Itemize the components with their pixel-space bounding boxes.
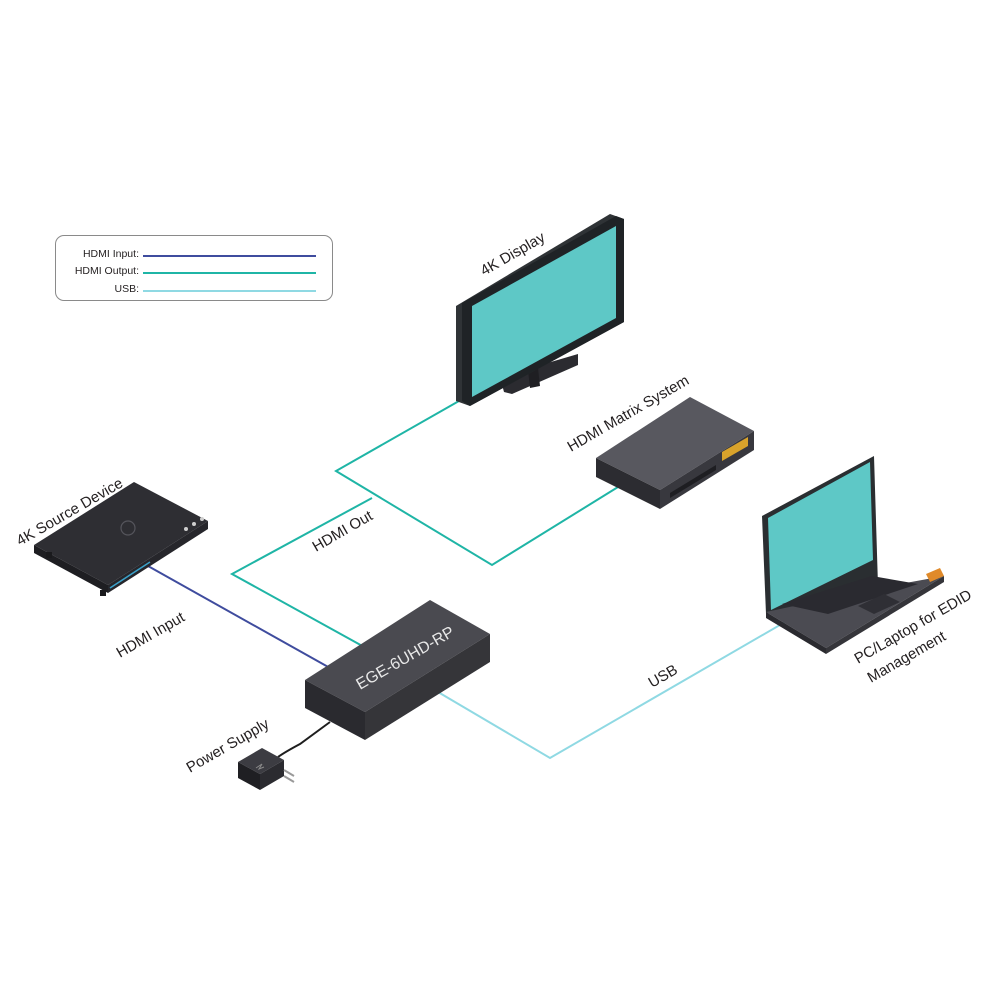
4k-source-device	[34, 482, 208, 596]
hdmi-input-label: HDMI Input	[114, 608, 189, 661]
legend-hdmi-output-label: HDMI Output:	[75, 265, 139, 277]
usb-label: USB	[646, 661, 681, 691]
power-cable	[277, 721, 331, 758]
power-supply	[238, 748, 295, 790]
hdmi-out-cable-extender	[229, 497, 373, 649]
legend-usb-label: USB:	[114, 283, 139, 295]
hdmi-matrix-device	[596, 397, 754, 509]
extender-device	[305, 600, 490, 740]
4k-display	[456, 214, 624, 406]
hdmi-input-cable	[147, 565, 331, 669]
usb-cable	[437, 617, 793, 760]
legend-hdmi-input-label: HDMI Input:	[83, 248, 139, 260]
laptop	[762, 456, 944, 654]
hdmi-out-cable-display	[334, 396, 619, 567]
